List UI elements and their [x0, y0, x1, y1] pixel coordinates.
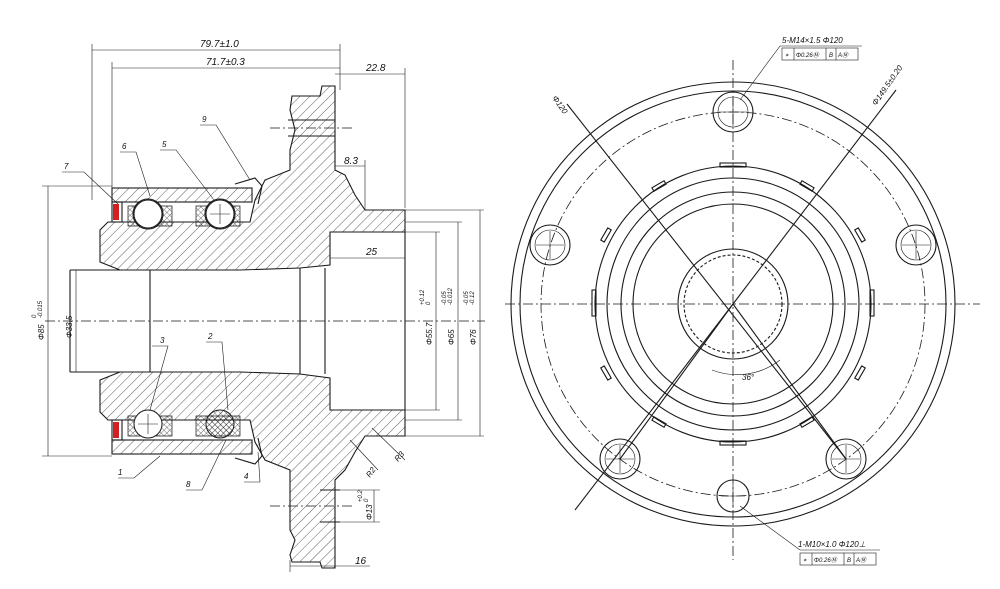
hub-outer-circle [594, 165, 872, 443]
callout-2: 2 [207, 332, 213, 341]
dim-flange-offset: 22.8 [365, 63, 386, 74]
screw-hole [716, 479, 750, 513]
callout-4: 4 [244, 472, 249, 481]
bolt-hole-4 [599, 438, 641, 480]
pilot-circle [620, 191, 846, 417]
hub-notches [591, 162, 875, 446]
seal-frame-upper [111, 201, 123, 223]
hub-upper-section [99, 85, 406, 271]
callout-9: 9 [202, 115, 207, 124]
hub-step-circle [606, 177, 860, 431]
bolt-frame-a: AⓂ [837, 51, 849, 59]
spline-teeth [683, 254, 783, 354]
outer-ring-upper [111, 187, 253, 203]
spline-outer-circle [677, 248, 789, 360]
dim-outer-dia-tol-low: -0.015 [38, 300, 44, 318]
dim-76-tol-low: -0.12 [470, 291, 476, 305]
dim-inner-width: 71.7±0.3 [206, 57, 245, 68]
angle-label: 36° [742, 373, 755, 382]
dim-hole-dia: Φ13 [365, 504, 374, 520]
radial-lines [566, 89, 897, 511]
callout-8: 8 [186, 480, 191, 489]
front-view: 36° Φ120 Φ149.5±0.20 5-M14×1.5 Φ120 ⌖ Φ0… [505, 36, 980, 566]
callout-5: 5 [162, 140, 167, 149]
seal-frame-lower [111, 419, 123, 441]
screw-feature-frame: ⌖ Φ0.26Ⓜ B AⓂ [799, 552, 877, 566]
hub-lower-section [99, 371, 406, 569]
screw-frame-sym: ⌖ [803, 558, 807, 564]
dim-76-tol-up: -0.05 [464, 291, 470, 305]
dimensions: 79.7±1.0 71.7±0.3 22.8 8.3 25 16 R2 R3 [32, 39, 484, 572]
dim-hole-tol-up: +0.2 [358, 489, 364, 502]
dim-65-tol-low: -0.012 [448, 287, 454, 305]
callout-3: 3 [160, 336, 165, 345]
bolt-hole-3 [895, 224, 937, 266]
shield-upper [234, 177, 263, 205]
flange-chamfer-circle [519, 90, 947, 518]
bolt-hole-5 [825, 438, 867, 480]
bolt-note: 5-M14×1.5 Φ120 [782, 36, 843, 45]
pilot-inner-circle [632, 203, 834, 405]
dim-outer-dia: Φ85 [37, 324, 46, 340]
bore-outline [69, 231, 406, 411]
screw-note: 1-M10×1.0 Φ120⊥ [798, 540, 866, 549]
screw-note-leader [739, 505, 880, 551]
dim-65: Φ65 [447, 329, 456, 345]
outer-ring-lower [111, 439, 253, 455]
dim-radius-r3: R3 [393, 449, 407, 463]
callout-6: 6 [122, 142, 127, 151]
callout-1: 1 [118, 468, 122, 477]
ball-lower-2 [205, 409, 235, 439]
pcd-label: Φ120 [550, 94, 569, 116]
ball-upper-1-face [133, 199, 163, 229]
callout-7: 7 [64, 162, 69, 171]
angle-arc [711, 359, 781, 375]
dim-557-tol-up: +0.12 [420, 289, 426, 305]
bolt-frame-tol: Φ0.26Ⓜ [796, 51, 820, 59]
dim-bolt-seat: 16 [355, 556, 367, 567]
dim-65-tol-up: -0.05 [442, 291, 448, 305]
bolt-holes [529, 91, 937, 513]
dim-overall-width: 79.7±1.0 [200, 39, 239, 50]
flange-outer-circle [510, 81, 956, 527]
dim-step: 8.3 [344, 156, 358, 167]
seal-lower [113, 422, 119, 438]
dim-outer-dia-tol-up: 0 [32, 314, 38, 318]
bolt-hole-1 [712, 91, 754, 133]
dim-557: Φ55.7 [425, 322, 434, 345]
dim-bore-dia: Φ33.5 [65, 315, 74, 338]
callouts: 7 6 5 9 3 2 1 8 4 [62, 115, 261, 491]
screw-frame-tol: Φ0.26Ⓜ [814, 556, 838, 564]
bolt-note-leader [739, 45, 862, 101]
dim-hole-tol-low: 0 [364, 498, 370, 502]
dim-557-tol-low: 0 [426, 301, 432, 305]
seal-upper [113, 204, 119, 220]
bolt-frame-sym: ⌖ [785, 53, 789, 59]
bolt-feature-frame: ⌖ Φ0.26Ⓜ B AⓂ [781, 47, 859, 61]
bolt-hole-lines [288, 119, 340, 523]
screw-frame-b: B [847, 558, 851, 564]
ball-lower-1-cross [138, 414, 158, 434]
section-view: 79.7±1.0 71.7±0.3 22.8 8.3 25 16 R2 R3 [32, 39, 485, 572]
bolt-frame-b: B [829, 53, 833, 59]
bolt-hole-2 [529, 224, 571, 266]
screw-frame-a: AⓂ [855, 556, 867, 564]
dim-76: Φ76 [469, 329, 478, 345]
dim-bore-depth: 25 [365, 247, 378, 258]
ball-upper-2-cross [210, 204, 230, 224]
